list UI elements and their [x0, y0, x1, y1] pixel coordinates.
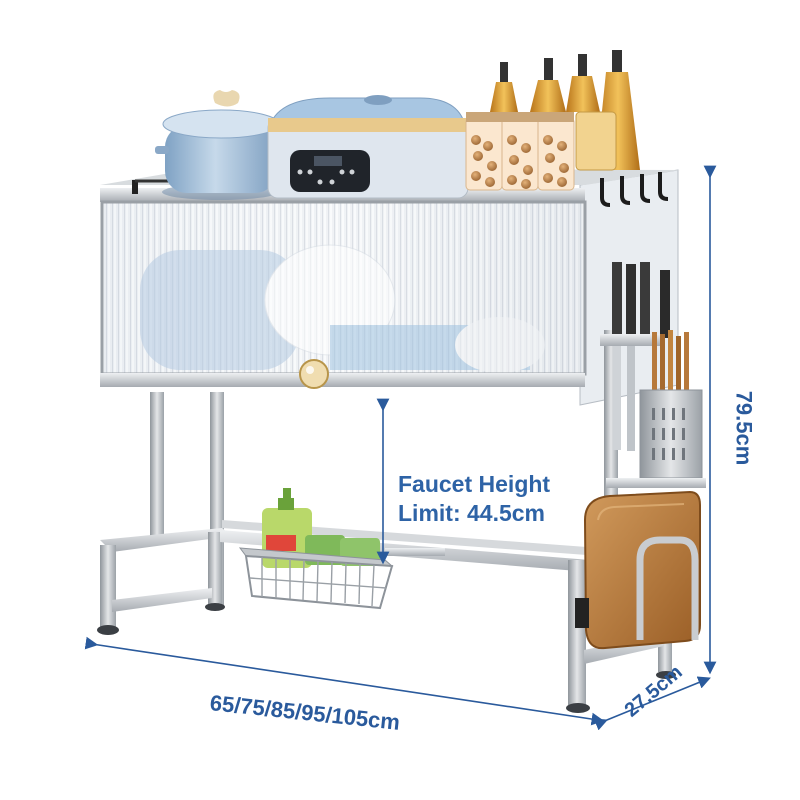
control-panel: [290, 150, 370, 192]
left-foot-front: [97, 625, 119, 635]
dimension-lines: [84, 165, 717, 731]
depth-dimension-line: [593, 676, 711, 731]
door-knob: [299, 359, 329, 389]
left-base-frame: [100, 528, 232, 552]
height-label: 79.5cm: [731, 390, 757, 466]
faucet-height-line1: Faucet Height: [398, 471, 551, 497]
board-holder: [636, 536, 699, 640]
knives: [612, 262, 670, 451]
hooks: [600, 172, 669, 207]
sink-basket: [238, 488, 445, 610]
left-back-leg: [150, 392, 164, 542]
cooking-pot: [155, 90, 280, 200]
oil-bottles: [490, 50, 640, 171]
plates-inside: [140, 244, 545, 373]
width-dimension-line: [84, 636, 605, 726]
cabinet-bottom-rail: [100, 373, 585, 387]
basket-hook: [385, 548, 445, 556]
top-items: [155, 50, 640, 200]
left-base-rear-leg: [208, 532, 222, 604]
left-foot-rear: [205, 603, 225, 611]
cutting-board: [575, 490, 701, 650]
left-base-bottom-bar: [112, 588, 212, 612]
cabinet: [100, 168, 680, 406]
lower-back-rail: [222, 520, 600, 556]
nut-jars: [465, 112, 575, 191]
faucet-height-label: Faucet Height Limit: 44.5cm: [398, 470, 550, 528]
multi-cooker: [267, 95, 469, 199]
right-foot-front: [566, 703, 590, 713]
chopsticks: [652, 330, 689, 402]
utensil-bin: [639, 389, 703, 479]
basket-body: [244, 554, 394, 610]
knife-bar: [600, 334, 660, 346]
right-front-leg: [568, 560, 586, 705]
faucet-height-line2: Limit: 44.5cm: [398, 500, 545, 526]
left-base-front-leg: [100, 545, 116, 627]
